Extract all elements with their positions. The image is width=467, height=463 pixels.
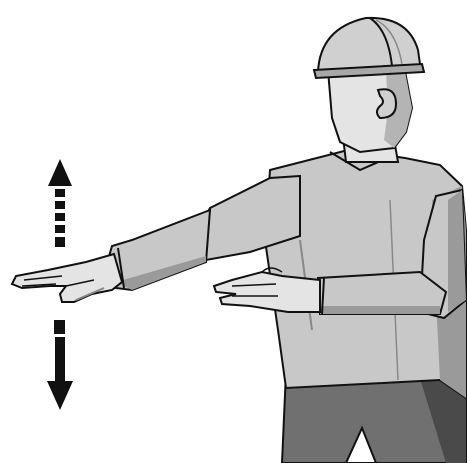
down-arrow-icon [47, 320, 73, 410]
extended-hand-palm-down [12, 254, 122, 302]
hard-hat-icon [314, 18, 424, 78]
head [328, 66, 412, 152]
up-arrow-icon [48, 159, 72, 247]
